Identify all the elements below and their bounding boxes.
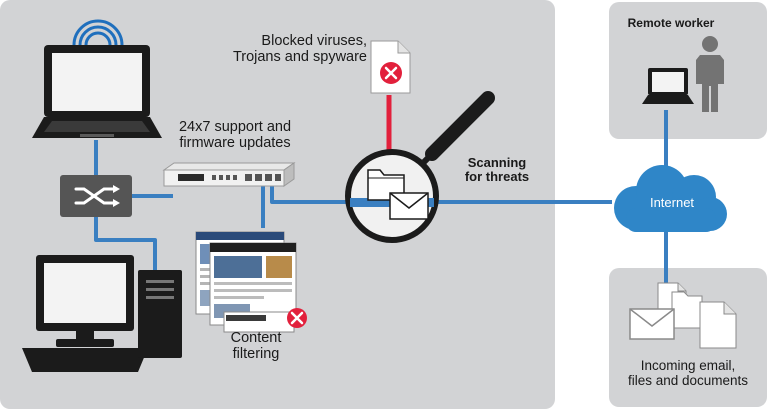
envelope-icon [629, 308, 675, 340]
cloud-icon [614, 165, 727, 232]
web-pages-icon [195, 231, 307, 333]
blocked-threats-label: Blocked viruses,Trojans and spyware [232, 33, 367, 65]
envelope-icon [389, 192, 429, 220]
network-lines [94, 110, 668, 283]
laptop-icon [32, 45, 162, 138]
document-icon [699, 301, 737, 349]
incoming-label: Incoming email,files and documents [627, 358, 749, 388]
internet-label: Internet [649, 195, 695, 210]
network-switch-icon [60, 175, 132, 217]
desktop-computer-icon [22, 255, 182, 372]
remote-worker-label: Remote worker [627, 16, 715, 30]
firewall-appliance-icon [162, 162, 296, 187]
appliance-scan-link [270, 184, 352, 204]
laptop-icon [642, 68, 694, 104]
blocked-file-icon [370, 40, 411, 94]
switch-desktop-link [94, 217, 157, 272]
wifi-icon [72, 19, 124, 47]
magnifying-glass-icon [345, 91, 495, 243]
folder-icon [671, 291, 703, 329]
person-icon [696, 36, 724, 112]
